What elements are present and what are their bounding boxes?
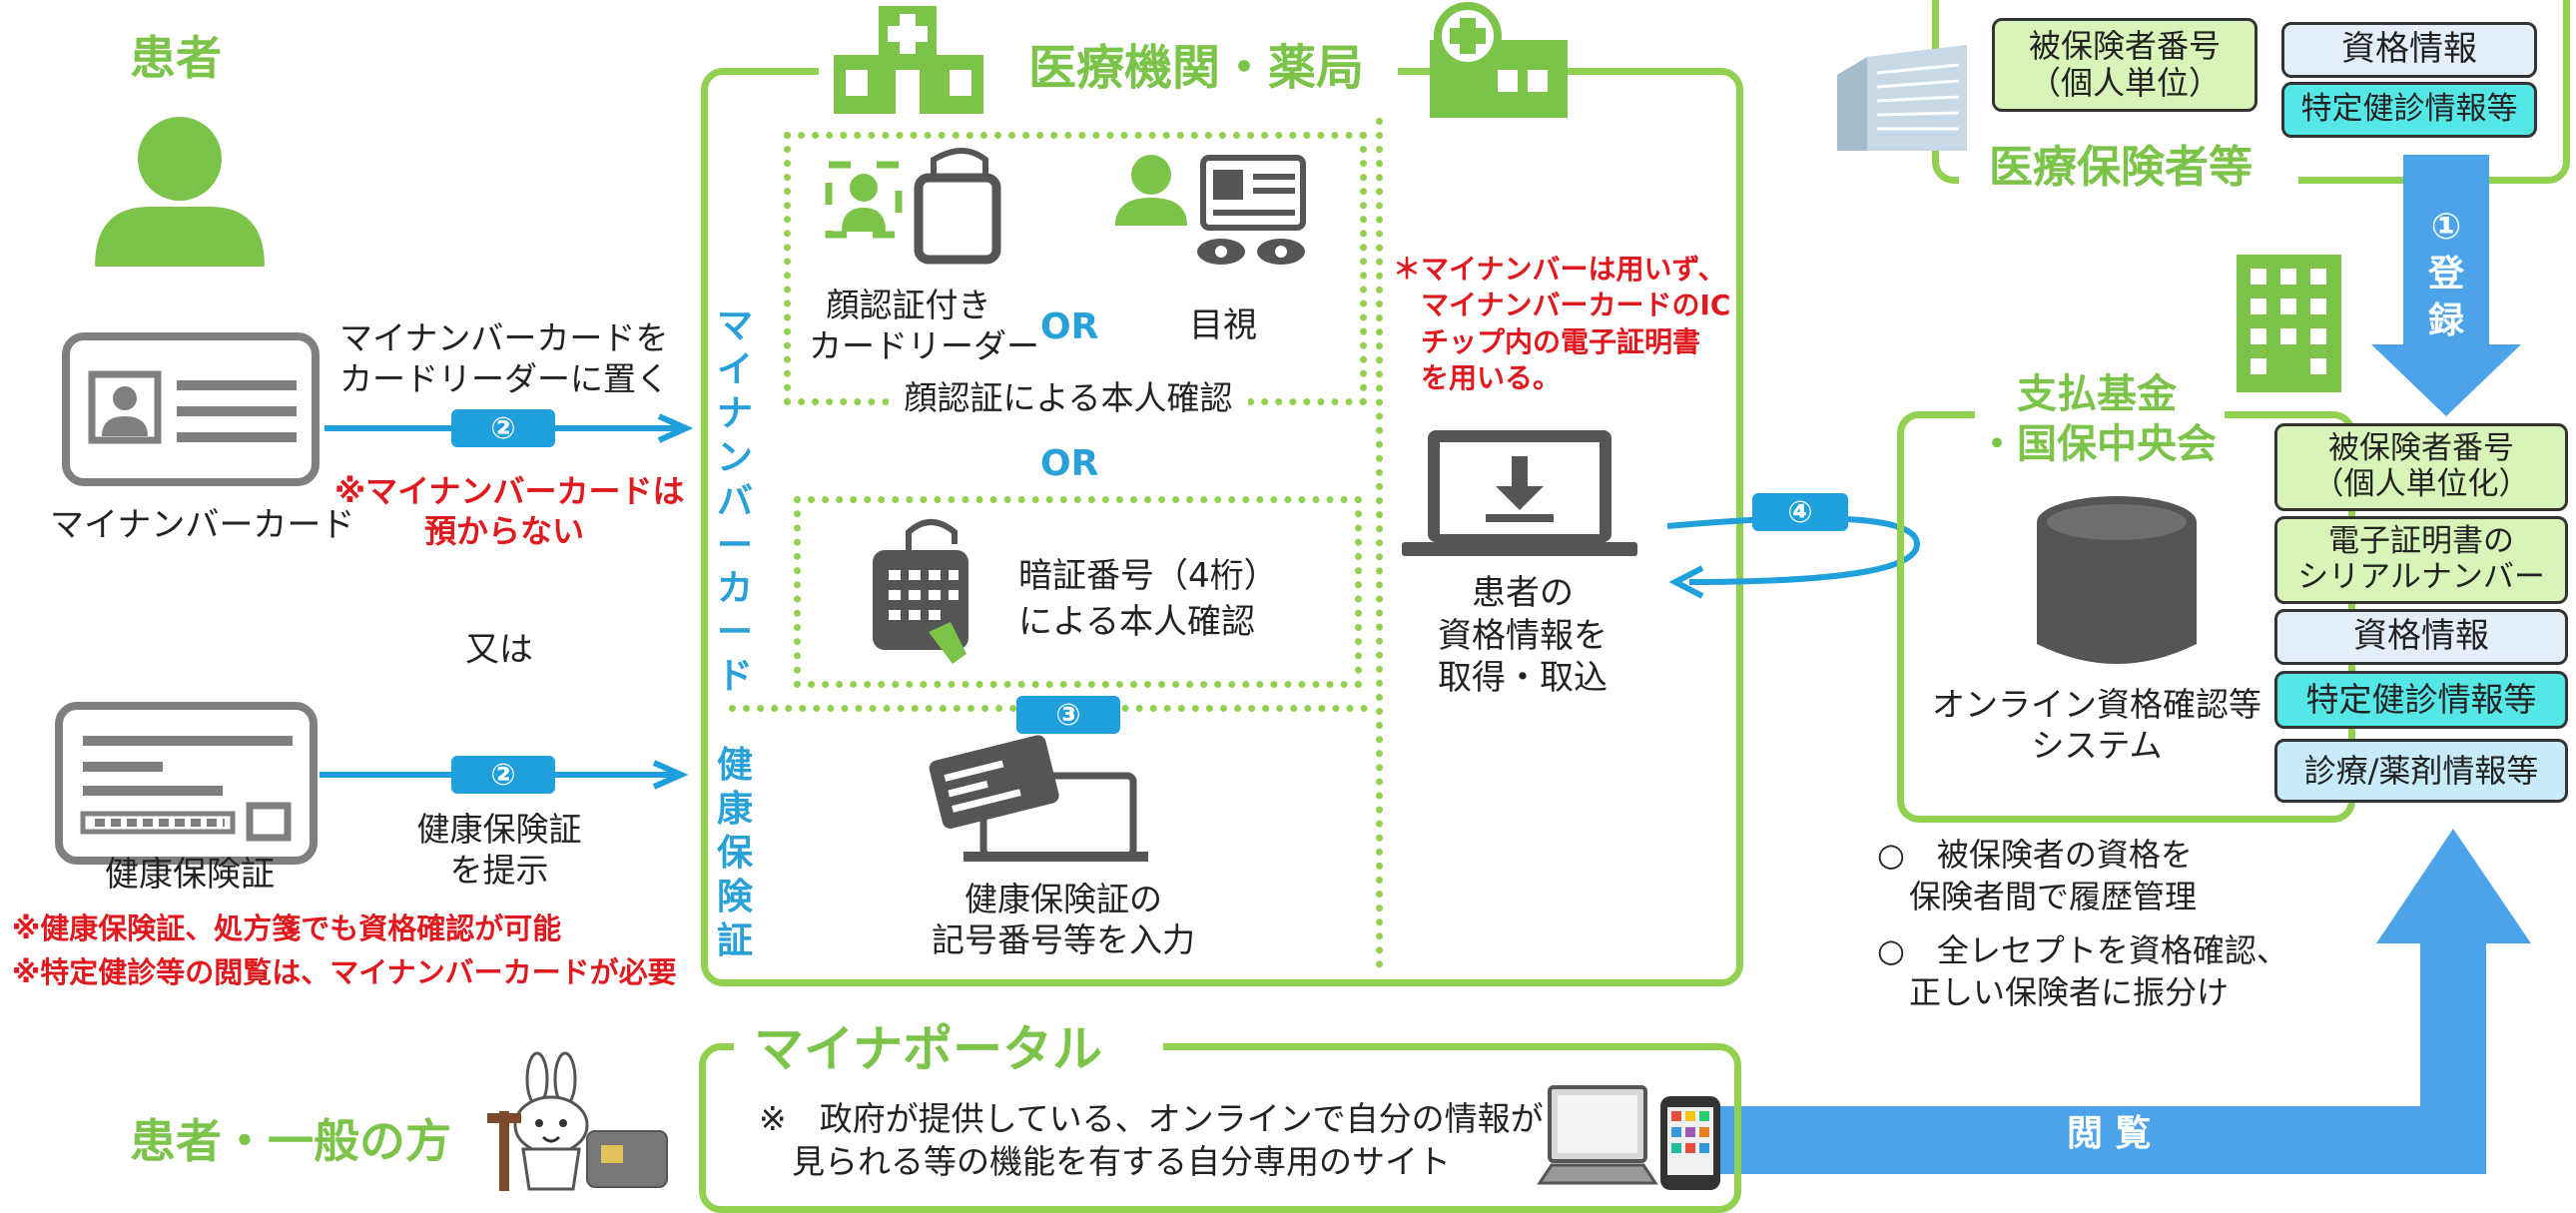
portal-description: ※ 政府が提供している、オンラインで自分の情報が 見られる等の機能を有する自分専… — [759, 1099, 1544, 1181]
smartphone-icon — [1660, 1096, 1720, 1190]
pin-card-icon — [873, 519, 968, 664]
visual-label: 目視 — [1189, 305, 1257, 345]
vertical-insurance-label: 健康保険証 — [717, 745, 754, 961]
insurance-input-icon — [929, 735, 1148, 862]
pin-auth-section — [794, 496, 1362, 688]
note-checkup-needs-card: ※特定健診等の閲覧は、マイナンバーカードが必要 — [12, 955, 677, 989]
step2-insurance-text: 健康保険証 を提示 — [416, 810, 582, 891]
browse-arrow — [1697, 829, 2531, 1174]
pharmacy-icon — [1430, 2, 1568, 118]
insurer-id-box: 被保険者番号 （個人単位） — [1992, 18, 2257, 112]
face-verify-label: 顔認証による本人確認 — [889, 377, 1248, 419]
insurer-qual-box: 資格情報 — [2281, 22, 2537, 78]
fund-title: 支払基金 ・国保中央会 — [1977, 371, 2217, 467]
register-label: ① 登 録 — [2427, 207, 2464, 341]
fund-bullet-2: ○ 全レセプトを資格確認、 正しい保険者に振分け — [1877, 931, 2288, 1011]
fund-building-icon — [2237, 255, 2341, 392]
or-face-visual: OR — [1040, 306, 1099, 347]
or-face-pin: OR — [1040, 443, 1099, 484]
vertical-mynumber-label: マイナンバーカード — [717, 305, 754, 698]
insurance-card-label: 健康保険証 — [105, 855, 275, 895]
database-icon — [2037, 496, 2197, 664]
note-insurance-ok: ※健康保険証、処方箋でも資格確認が可能 — [12, 911, 562, 945]
insurance-card-icon — [55, 702, 318, 865]
fund-cert-box: 電子証明書の シリアルナンバー — [2274, 516, 2568, 604]
or-text: 又は — [465, 630, 533, 670]
insurer-title-mask — [1959, 130, 2298, 190]
divider-vertical — [1376, 118, 1383, 968]
person-icon — [95, 117, 265, 267]
insurance-input-label: 健康保険証の 記号番号等を入力 — [932, 880, 1195, 960]
medical-title: 医療機関・薬局 — [1028, 40, 1365, 96]
ic-chip-note: ＊マイナンバーは用いず、 マイナンバーカードのIC チップ内の電子証明書 を用い… — [1393, 253, 1731, 395]
portal-title-mask — [734, 1018, 1163, 1088]
laptop-download-icon — [1402, 430, 1637, 556]
card-not-held-note: ※マイナンバーカードは 預からない — [334, 472, 685, 550]
face-reader-icon — [825, 148, 1001, 265]
acquire-label: 患者の 資格情報を 取得・取込 — [1438, 573, 1608, 698]
register-arrow — [2371, 155, 2521, 416]
step2-badge-card: ② — [451, 409, 555, 447]
pin-verify-label: 暗証番号（4桁） による本人確認 — [1018, 556, 1278, 642]
fund-id-box: 被保険者番号 （個人単位化） — [2274, 423, 2568, 511]
fund-bullet-1: ○ 被保険者の資格を 保険者間で履歴管理 — [1877, 836, 2198, 915]
mynumber-card-icon — [62, 332, 320, 486]
step2-card-text: マイナンバーカードを カードリーダーに置く — [339, 318, 669, 399]
step3-badge: ③ — [1016, 696, 1120, 734]
fund-qual-box: 資格情報 — [2274, 609, 2568, 665]
mynumber-card-label: マイナンバーカード — [50, 505, 355, 545]
visual-check-icon — [1115, 155, 1306, 265]
insurer-checkup-box: 特定健診情報等 — [2281, 82, 2537, 138]
public-label: 患者・一般の方 — [130, 1114, 451, 1168]
browse-label: 閲 覧 — [2067, 1113, 2152, 1154]
insurer-title: 医療保険者等 — [1989, 142, 2253, 193]
system-label: オンライン資格確認等 システム — [1932, 685, 2261, 766]
fund-title-mask — [1975, 359, 2225, 479]
laptop-icon — [1537, 1085, 1658, 1185]
fund-checkup-box: 特定健診情報等 — [2274, 671, 2568, 729]
step4-badge: ④ — [1752, 493, 1848, 531]
face-reader-label: 顔認証付き カードリーダー — [809, 286, 1039, 366]
insurer-building-icon — [1837, 45, 1967, 151]
patient-title: 患者 — [130, 31, 222, 85]
portal-title: マイナポータル — [754, 1020, 1102, 1078]
hospital-icon — [834, 6, 983, 114]
fund-medical-info-box: 診療/薬剤情報等 — [2274, 739, 2568, 803]
mascot-icon — [487, 1051, 668, 1191]
step2-badge-insurance: ② — [451, 756, 555, 794]
